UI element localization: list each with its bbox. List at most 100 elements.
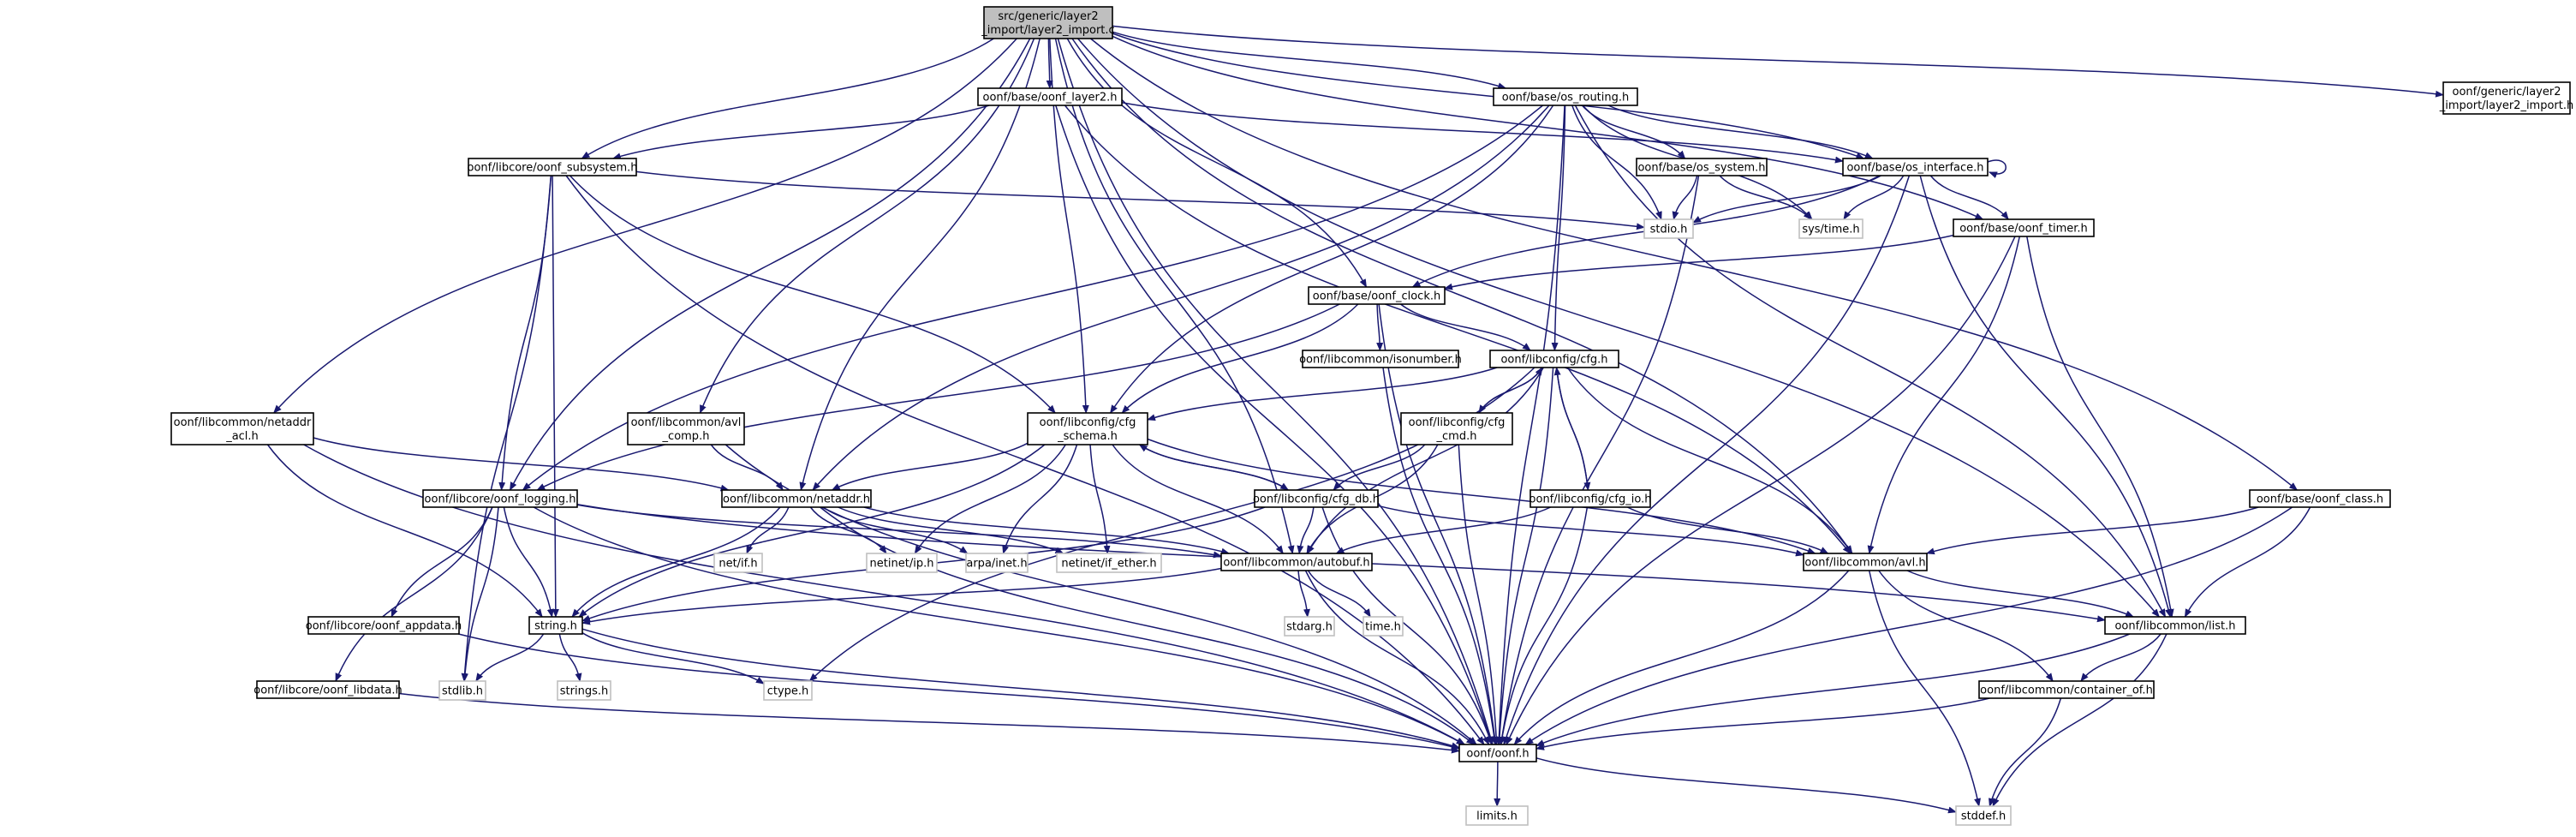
node-netaddr-h[interactable]: oonf/libcommon/netaddr.h: [721, 489, 872, 508]
node-label: oonf/libcommon/list.h: [2114, 620, 2235, 633]
edge-os_interface_h-to-oonf_timer_h: [1929, 175, 2009, 220]
node-box: [256, 680, 400, 699]
edge-root-to-os_interface_h: [1112, 33, 1865, 159]
node-strings-h: strings.h: [557, 680, 611, 701]
edge-oonf_timer_h-to-oonf_clock_h: [1444, 234, 1954, 290]
edge-oonf_subsystem_h-to-string_h: [552, 175, 559, 618]
node-appdata-h[interactable]: oonf/libcore/oonf_appdata.h: [306, 616, 462, 635]
node-oonf-layer2-h[interactable]: oonf/base/oonf_layer2.h: [977, 87, 1123, 106]
edge-cfg_cmd_h-to-oonf_h: [1458, 444, 1500, 745]
edge-oonf_clock_h-to-isonumber_h: [1376, 303, 1384, 351]
node-label: oonf/libcore/oonf_logging.h: [425, 493, 576, 506]
node-cfg-schema-h[interactable]: oonf/libconfig/cfg_schema.h: [1027, 412, 1148, 445]
node-box: [1493, 87, 1638, 106]
node-oonf-h[interactable]: oonf/oonf.h: [1458, 744, 1537, 762]
node-box: [1458, 744, 1537, 762]
edge-oonf_logging_h-to-oonf_h: [533, 506, 1465, 745]
edge-cfg_cmd_h-to-cfg_h: [1478, 367, 1543, 414]
edge-netaddr_acl_h-to-netaddr_h: [313, 437, 730, 492]
node-box: [1643, 218, 1694, 239]
edge-cfg_h-to-cfg_schema_h: [1147, 367, 1498, 421]
node-label: netinet/ip.h: [870, 558, 934, 571]
node-libdata-h[interactable]: oonf/libcore/oonf_libdata.h: [253, 680, 402, 699]
edge-root-to-netaddr_h: [799, 38, 1041, 491]
node-string-h[interactable]: string.h: [528, 616, 583, 635]
node-label: oonf/libcore/oonf_appdata.h: [306, 620, 462, 633]
node-os-interface-h[interactable]: oonf/base/os_interface.h: [1842, 158, 1989, 176]
node-avl-comp-h[interactable]: oonf/libcommon/avl_comp.h: [627, 412, 745, 445]
edge-list_h-to-oonf_h: [1535, 633, 2131, 747]
edge-os_system_h-to-systime_h: [1719, 175, 1812, 220]
node-label: oonf/base/oonf_layer2.h: [983, 92, 1118, 105]
node-root[interactable]: src/generic/layer2_import/layer2_import.…: [981, 6, 1115, 39]
node-cfg-cmd-h[interactable]: oonf/libconfig/cfg_cmd.h: [1400, 412, 1513, 445]
node-stdarg-h: stdarg.h: [1284, 616, 1335, 637]
node-autobuf-h[interactable]: oonf/libcommon/autobuf.h: [1220, 553, 1373, 571]
node-box: [983, 6, 1113, 39]
node-oonf-clock-h[interactable]: oonf/base/oonf_clock.h: [1308, 286, 1446, 305]
node-box: [1489, 350, 1619, 368]
node-box: [2104, 616, 2246, 635]
edge-root-to-avl_h: [1071, 38, 1853, 554]
node-label: oonf/base/os_interface.h: [1846, 162, 1983, 175]
node-oonf-class-h[interactable]: oonf/base/oonf_class.h: [2249, 489, 2391, 508]
node-netaddr-acl-h[interactable]: oonf/libcommon/netaddr_acl.h: [170, 412, 314, 445]
edge-cfg_io_h-to-autobuf_h: [1335, 506, 1551, 554]
node-layer2-import-h[interactable]: oonf/generic/layer2_import/layer2_import…: [2439, 81, 2573, 115]
edge-cfg_db_h-to-cfg_schema_h: [1138, 444, 1289, 491]
node-label: oonf/base/oonf_clock.h: [1313, 290, 1440, 303]
node-label: arpa/inet.h: [966, 558, 1027, 571]
node-oonf-timer-h[interactable]: oonf/base/oonf_timer.h: [1953, 218, 2095, 237]
edge-root-to-autobuf_h: [1054, 38, 1295, 554]
node-box: [1254, 489, 1379, 508]
edge-cfg_schema_h-to-arpa_inet_h: [1002, 444, 1078, 554]
node-label: oonf/base/oonf_class.h: [2257, 493, 2383, 506]
node-box: [2442, 81, 2571, 115]
node-label: oonf/libconfig/cfg_io.h: [1530, 493, 1652, 506]
node-label: oonf/libconfig/cfg: [1409, 416, 1506, 429]
node-cfg-db-h[interactable]: oonf/libconfig/cfg_db.h: [1253, 489, 1380, 508]
edge-oonf_layer2_h-to-avl_h: [1064, 105, 1852, 554]
node-container-of-h[interactable]: oonf/libcommon/container_of.h: [1978, 680, 2155, 699]
node-os-system-h[interactable]: oonf/base/os_system.h: [1636, 158, 1768, 176]
edge-oonf_logging_h-to-appdata_h: [391, 506, 493, 618]
edge-root-to-oonf_h: [1057, 38, 1494, 745]
edge-oonf_h-to-limits_h: [1494, 761, 1501, 807]
edge-oonf_clock_h-to-oonf_h: [1378, 303, 1499, 745]
node-isonumber-h[interactable]: oonf/libcommon/isonumber.h: [1299, 350, 1462, 368]
edge-cfg_io_h-to-cfg_h: [1553, 367, 1589, 491]
node-box: [1842, 158, 1989, 176]
node-cfg-h[interactable]: oonf/libconfig/cfg.h: [1489, 350, 1619, 368]
node-label: string.h: [534, 620, 577, 633]
edge-root-to-layer2_import_h: [1112, 25, 2444, 98]
edge-cfg_io_h-to-avl_h: [1627, 506, 1829, 554]
node-box: [1978, 680, 2155, 699]
edge-oonf_h-to-stddef_h: [1535, 757, 1957, 814]
node-label: oonf/libcommon/netaddr.h: [723, 493, 870, 506]
edge-root-to-oonf_timer_h: [1112, 35, 1984, 220]
edge-string_h-to-stdlib_h: [475, 633, 545, 682]
edge-os_routing_h-to-oonf_logging_h: [522, 105, 1543, 491]
node-oonf-logging-h[interactable]: oonf/libcore/oonf_logging.h: [422, 489, 578, 508]
edge-oonf_class_h-to-oonf_h: [1524, 506, 2293, 745]
node-oonf-subsystem-h[interactable]: oonf/libcore/oonf_subsystem.h: [468, 158, 638, 176]
edge-os_routing_h-to-cfg_schema_h: [1109, 105, 1554, 414]
node-box: [1220, 553, 1373, 571]
node-box: [1798, 218, 1863, 239]
node-list-h[interactable]: oonf/libcommon/list.h: [2104, 616, 2246, 635]
node-cfg-io-h[interactable]: oonf/libconfig/cfg_io.h: [1530, 489, 1652, 508]
edge-os_routing_h-to-oonf_h: [1495, 105, 1565, 745]
edge-netaddr_h-to-string_h: [571, 506, 781, 618]
node-box: [468, 158, 637, 176]
edge-root-to-oonf_subsystem_h: [581, 38, 994, 159]
node-avl-h[interactable]: oonf/libcommon/avl.h: [1803, 553, 1928, 571]
edge-os_interface_h-to-list_h: [1919, 175, 2172, 618]
node-os-routing-h[interactable]: oonf/base/os_routing.h: [1493, 87, 1638, 106]
node-label: oonf/oonf.h: [1466, 748, 1529, 761]
node-label: oonf/libconfig/cfg.h: [1500, 354, 1607, 367]
edge-oonf_timer_h-to-avl_h: [1867, 236, 2021, 554]
edge-oonf_logging_h-to-stdlib_h: [462, 506, 499, 682]
node-box: [1530, 489, 1651, 508]
edge-oonf_subsystem_h-to-stdio_h: [635, 170, 1645, 230]
